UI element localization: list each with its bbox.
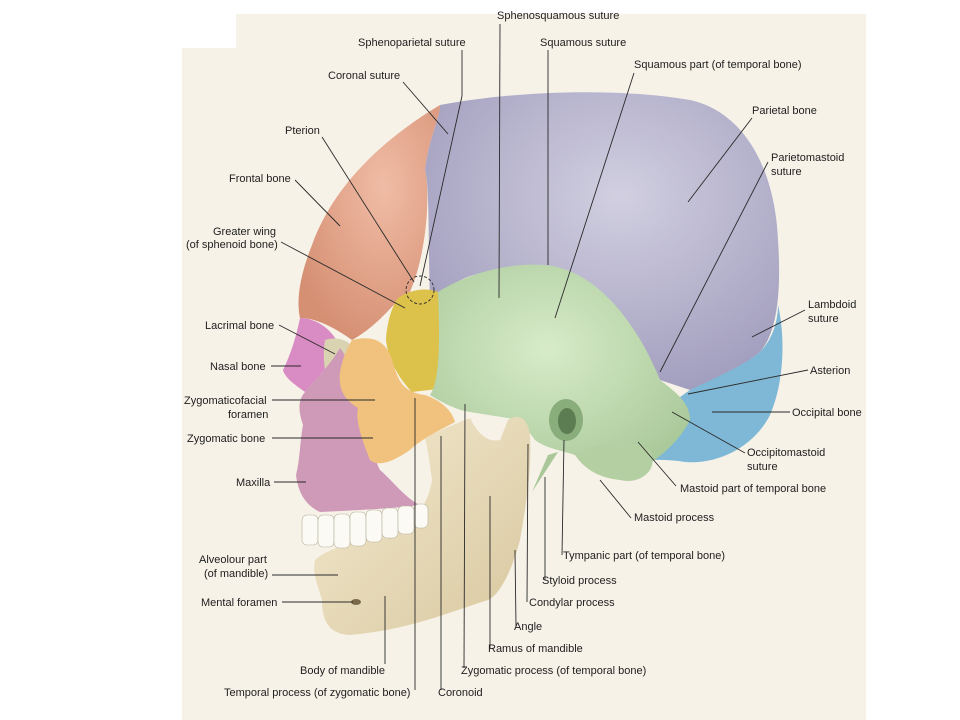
label-angle: Angle [514, 621, 542, 633]
label-zygomaticofacial-line2: foramen [228, 409, 268, 421]
label-alveolar-part-line2: (of mandible) [204, 568, 268, 580]
mental-foramen-hole [351, 599, 361, 605]
styloid-process-shape [532, 452, 558, 492]
parietal-bone-shape [425, 92, 780, 390]
label-tympanic-part: Tympanic part (of temporal bone) [563, 550, 725, 562]
label-mastoid-process: Mastoid process [634, 512, 715, 524]
label-temporal-process: Temporal process (of zygomatic bone) [224, 687, 410, 699]
label-mastoid-part: Mastoid part of temporal bone [680, 483, 826, 495]
label-parietomastoid-suture-line2: suture [771, 166, 802, 178]
mastoid-shape [575, 442, 653, 481]
label-ramus-of-mandible: Ramus of mandible [488, 643, 583, 655]
label-coronal-suture: Coronal suture [328, 70, 400, 82]
teeth [301, 503, 429, 549]
label-lambdoid-suture-line2: suture [808, 313, 839, 325]
label-styloid-process: Styloid process [542, 575, 617, 587]
label-zygomatic-bone: Zygomatic bone [187, 433, 265, 445]
sphenoid-wing-shape [386, 289, 446, 392]
temporal-bone-shape [430, 264, 690, 477]
label-condylar-process: Condylar process [529, 597, 615, 609]
nasal-bone-shape [283, 318, 340, 392]
white-panel-top [236, 0, 866, 14]
label-mental-foramen: Mental foramen [201, 597, 277, 609]
label-asterion: Asterion [810, 365, 850, 377]
label-zygomaticofacial-line1: Zygomaticofacial [184, 395, 267, 407]
pterion-marker [405, 275, 435, 305]
white-panel-right [866, 0, 960, 720]
label-frontal-bone: Frontal bone [229, 173, 291, 185]
white-panel-left [0, 48, 182, 720]
white-panel-top-left [0, 0, 236, 48]
external-acoustic-meatus-inner [558, 408, 576, 434]
maxilla-shape [296, 348, 420, 512]
label-nasal-bone: Nasal bone [210, 361, 266, 373]
label-squamous-suture: Squamous suture [540, 37, 626, 49]
label-coronoid: Coronoid [438, 687, 483, 699]
label-sphenosquamous-suture: Sphenosquamous suture [497, 10, 619, 22]
label-maxilla: Maxilla [236, 477, 271, 489]
label-occipital-bone: Occipital bone [792, 407, 862, 419]
label-occipitomastoid-line2: suture [747, 461, 778, 473]
label-parietomastoid-suture-line1: Parietomastoid [771, 152, 844, 164]
label-greater-wing-line1: Greater wing [213, 226, 276, 238]
label-occipitomastoid-line1: Occipitomastoid [747, 447, 825, 459]
label-lacrimal-bone: Lacrimal bone [205, 320, 274, 332]
label-body-of-mandible: Body of mandible [300, 665, 385, 677]
label-zygomatic-process: Zygomatic process (of temporal bone) [461, 665, 646, 677]
label-greater-wing-line2: (of sphenoid bone) [186, 239, 278, 251]
label-pterion: Pterion [285, 125, 320, 137]
zygomatic-bone-shape [339, 338, 455, 464]
labels: Sphenosquamous suture Sphenoparietal sut… [184, 10, 862, 699]
leader-lines [271, 23, 809, 690]
label-sphenoparietal-suture: Sphenoparietal suture [358, 37, 466, 49]
label-alveolar-part-line1: Alveolour part [199, 554, 267, 566]
label-lambdoid-suture-line1: Lambdoid [808, 299, 856, 311]
label-squamous-part: Squamous part (of temporal bone) [634, 59, 802, 71]
frontal-bone-shape [298, 105, 440, 340]
bones [283, 92, 783, 635]
label-parietal-bone: Parietal bone [752, 105, 817, 117]
